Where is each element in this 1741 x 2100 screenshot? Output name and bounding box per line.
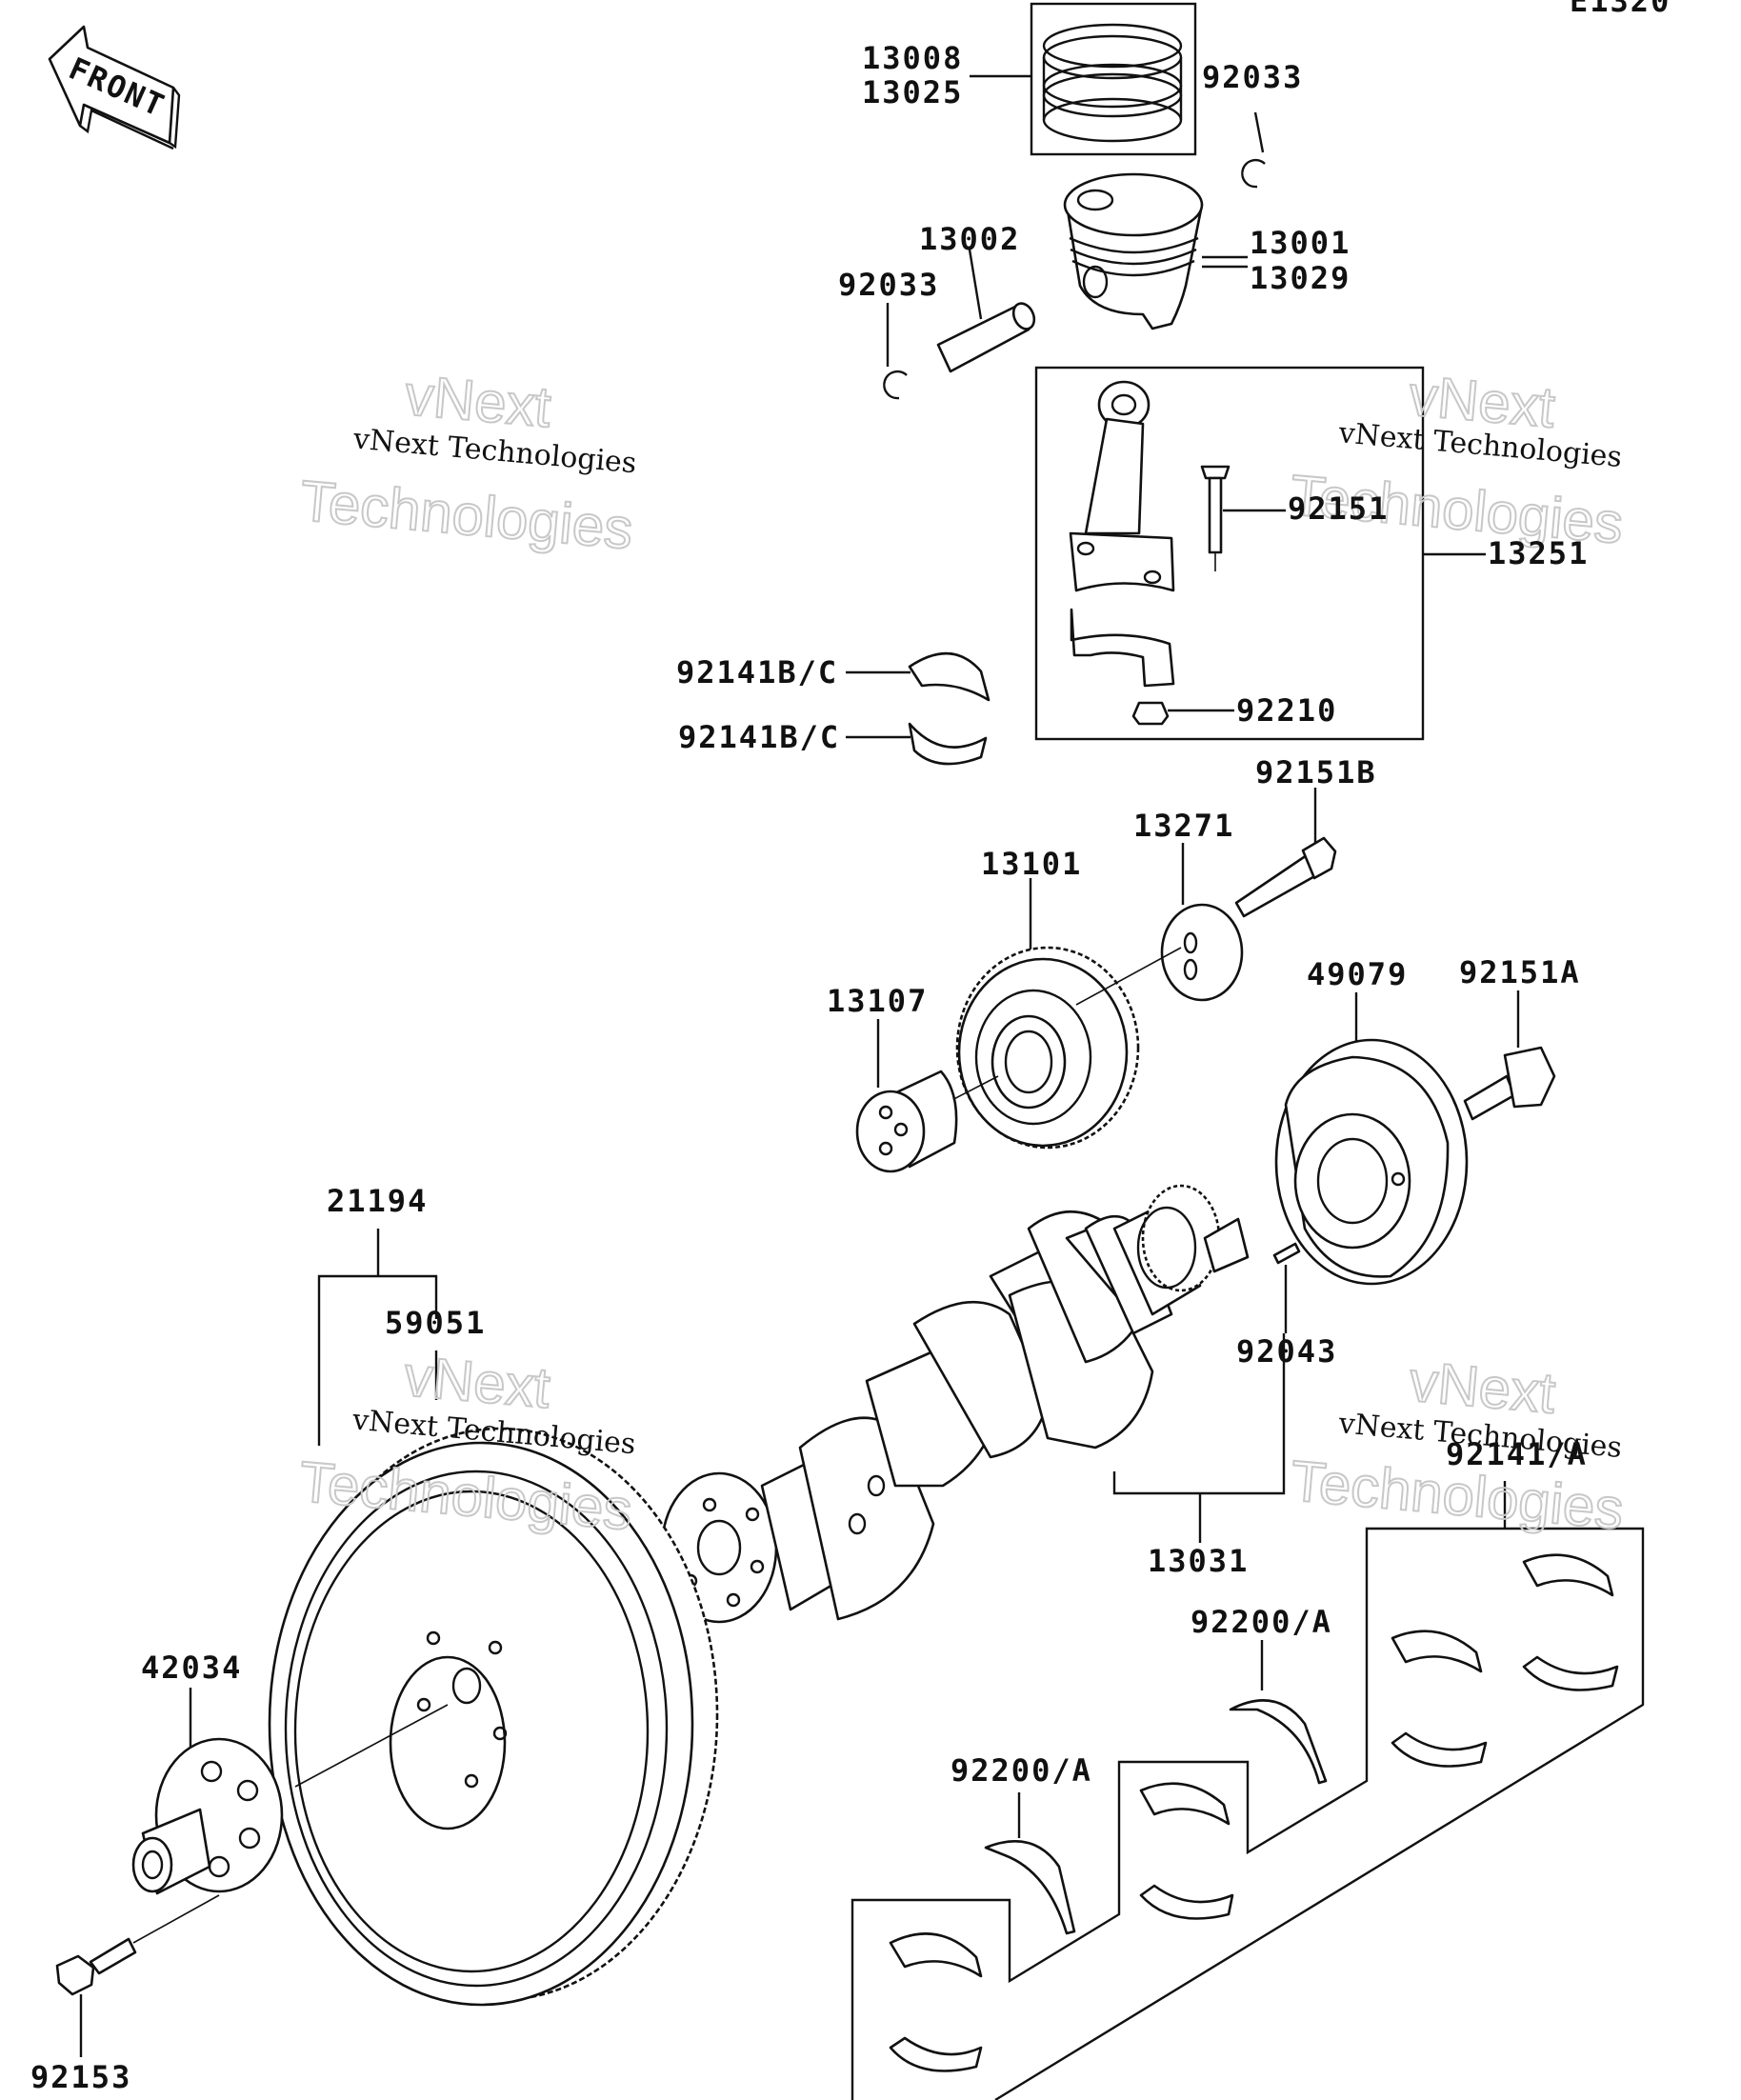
svg-text:vNext: vNext [402, 1344, 553, 1420]
part-number-13029[interactable]: 13029 [1250, 260, 1351, 296]
idler-gear [955, 946, 1140, 1150]
main-bearings [889, 1553, 1619, 2072]
part-number-92141bc[interactable]: 92141B/C [678, 719, 840, 755]
part-number-13271[interactable]: 13271 [1133, 808, 1234, 844]
part-number-42034[interactable]: 42034 [141, 1650, 242, 1686]
part-number-13001[interactable]: 13001 [1250, 225, 1351, 261]
part-number-92151[interactable]: 92151 [1288, 490, 1389, 527]
flywheel [268, 1427, 719, 2007]
part-number-92200a[interactable]: 92200/A [1191, 1604, 1332, 1640]
front-arrow-icon: FRONT [48, 25, 181, 150]
part-number-49079[interactable]: 49079 [1307, 956, 1408, 992]
rod-nut [1131, 701, 1170, 726]
part-number-92210[interactable]: 92210 [1236, 692, 1337, 729]
rod-bearing-lower [908, 722, 988, 766]
circlip-right [1241, 111, 1266, 189]
part-number-13002[interactable]: 13002 [919, 221, 1020, 257]
watermark-3: vNext vNext Technologies Technologies [296, 1343, 637, 1543]
crankshaft [660, 1184, 1250, 1624]
part-number-21194[interactable]: 21194 [327, 1183, 428, 1219]
rod-bolt [1200, 465, 1231, 571]
part-number-59051[interactable]: 59051 [385, 1305, 486, 1341]
balancer-bolt [1463, 1046, 1556, 1121]
rod-bearing-upper [908, 651, 991, 702]
part-labels: 13008 13025 92033 13002 92033 13001 1302… [30, 40, 1589, 2095]
part-number-13101[interactable]: 13101 [981, 846, 1082, 882]
part-number-92153[interactable]: 92153 [30, 2059, 131, 2095]
part-number-92141a[interactable]: 92141/A [1446, 1436, 1588, 1472]
part-number-92033[interactable]: 92033 [1202, 59, 1303, 95]
part-number-13107[interactable]: 13107 [827, 983, 928, 1019]
watermark-1: vNext vNext Technologies Technologies [297, 362, 638, 562]
diagram-code: E1320 [1570, 0, 1671, 19]
piston-pin [936, 249, 1036, 373]
thrust-washer-upper [1229, 1699, 1328, 1785]
dowel-pin [1272, 1242, 1301, 1265]
piston [1063, 172, 1204, 330]
svg-text:vNext: vNext [1407, 364, 1558, 440]
part-number-92033[interactable]: 92033 [838, 267, 939, 303]
part-number-13031[interactable]: 13031 [1148, 1543, 1249, 1579]
svg-text:vNext: vNext [1407, 1350, 1558, 1426]
part-number-13025[interactable]: 13025 [862, 74, 963, 110]
idler-bolt [1234, 836, 1337, 918]
svg-text:vNext: vNext [403, 363, 554, 439]
thrust-washer-lower [984, 1840, 1076, 1935]
part-number-92141bc[interactable]: 92141B/C [676, 654, 838, 690]
idler-plate [1160, 903, 1244, 1002]
coupling [131, 1737, 284, 1895]
main-bearing-outline [850, 1527, 1645, 2100]
part-number-92043[interactable]: 92043 [1236, 1333, 1337, 1370]
part-number-92151b[interactable]: 92151B [1255, 754, 1377, 790]
part-number-13008[interactable]: 13008 [862, 40, 963, 76]
circlip-left [883, 303, 908, 400]
connecting-rod [1069, 380, 1175, 688]
piston-rings [1030, 2, 1197, 156]
flywheel-bolt [55, 1937, 137, 1996]
part-number-92200a[interactable]: 92200/A [951, 1752, 1092, 1789]
idler-shaft [855, 1070, 958, 1173]
part-number-13251[interactable]: 13251 [1488, 535, 1589, 571]
svg-text:Technologies: Technologies [298, 469, 636, 561]
balancer-weight [1274, 1038, 1469, 1286]
part-number-92151a[interactable]: 92151A [1459, 954, 1581, 990]
